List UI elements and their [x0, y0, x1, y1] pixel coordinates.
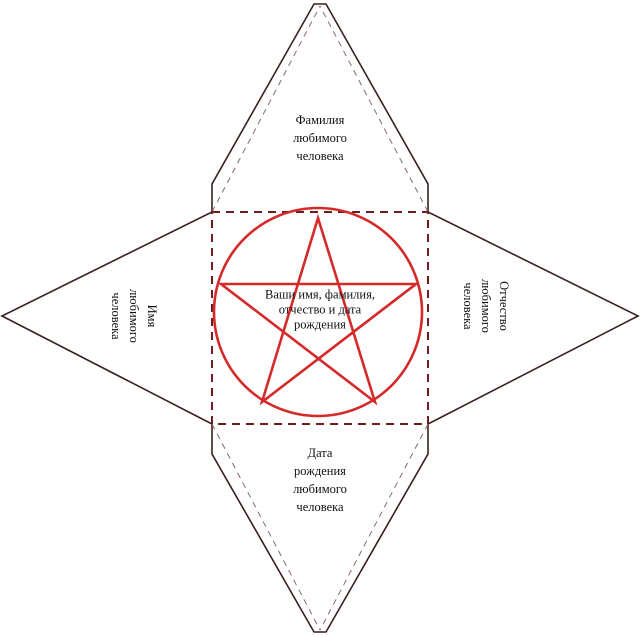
- right-face-label: Отчество любимого человека: [459, 279, 513, 333]
- pentagram-circle: [212, 206, 424, 418]
- center-face-line-3: рождения: [294, 317, 346, 332]
- left-face-line-2: любимого: [127, 289, 141, 343]
- top-face-line-2: любимого: [293, 131, 347, 145]
- center-face-label: Ваши имя, фамилия, отчество и дата рожде…: [265, 288, 375, 333]
- left-face-line-1: Имя: [145, 304, 159, 328]
- bottom-right-flap-line: [319, 423, 429, 631]
- top-face-line-1: Фамилия: [295, 113, 345, 127]
- top-face-line-3: человека: [296, 149, 344, 163]
- pentagram-star: [217, 213, 420, 406]
- top-face-label: Фамилия любимого человека: [293, 111, 347, 165]
- center-square-fold: [211, 211, 429, 425]
- right-face-line-3: человека: [461, 282, 475, 330]
- left-face-line-3: человека: [109, 292, 123, 340]
- center-face-line-1: Ваши имя, фамилия,: [265, 287, 375, 302]
- bottom-left-flap-line: [211, 423, 321, 631]
- left-face-label: Имя любимого человека: [107, 289, 161, 343]
- top-right-flap-line: [319, 5, 429, 213]
- bottom-face-line-4: человека: [296, 500, 344, 514]
- bottom-face-line-3: любимого: [293, 482, 347, 496]
- bottom-face-line-2: рождения: [294, 464, 346, 478]
- right-face-line-1: Отчество: [497, 281, 511, 331]
- center-face-line-2: отчество и дата: [278, 302, 362, 317]
- bottom-face-line-1: Дата: [307, 446, 333, 460]
- bottom-face-label: Дата рождения любимого человека: [293, 444, 347, 516]
- top-left-flap-line: [211, 5, 321, 213]
- right-face-line-2: любимого: [479, 279, 493, 333]
